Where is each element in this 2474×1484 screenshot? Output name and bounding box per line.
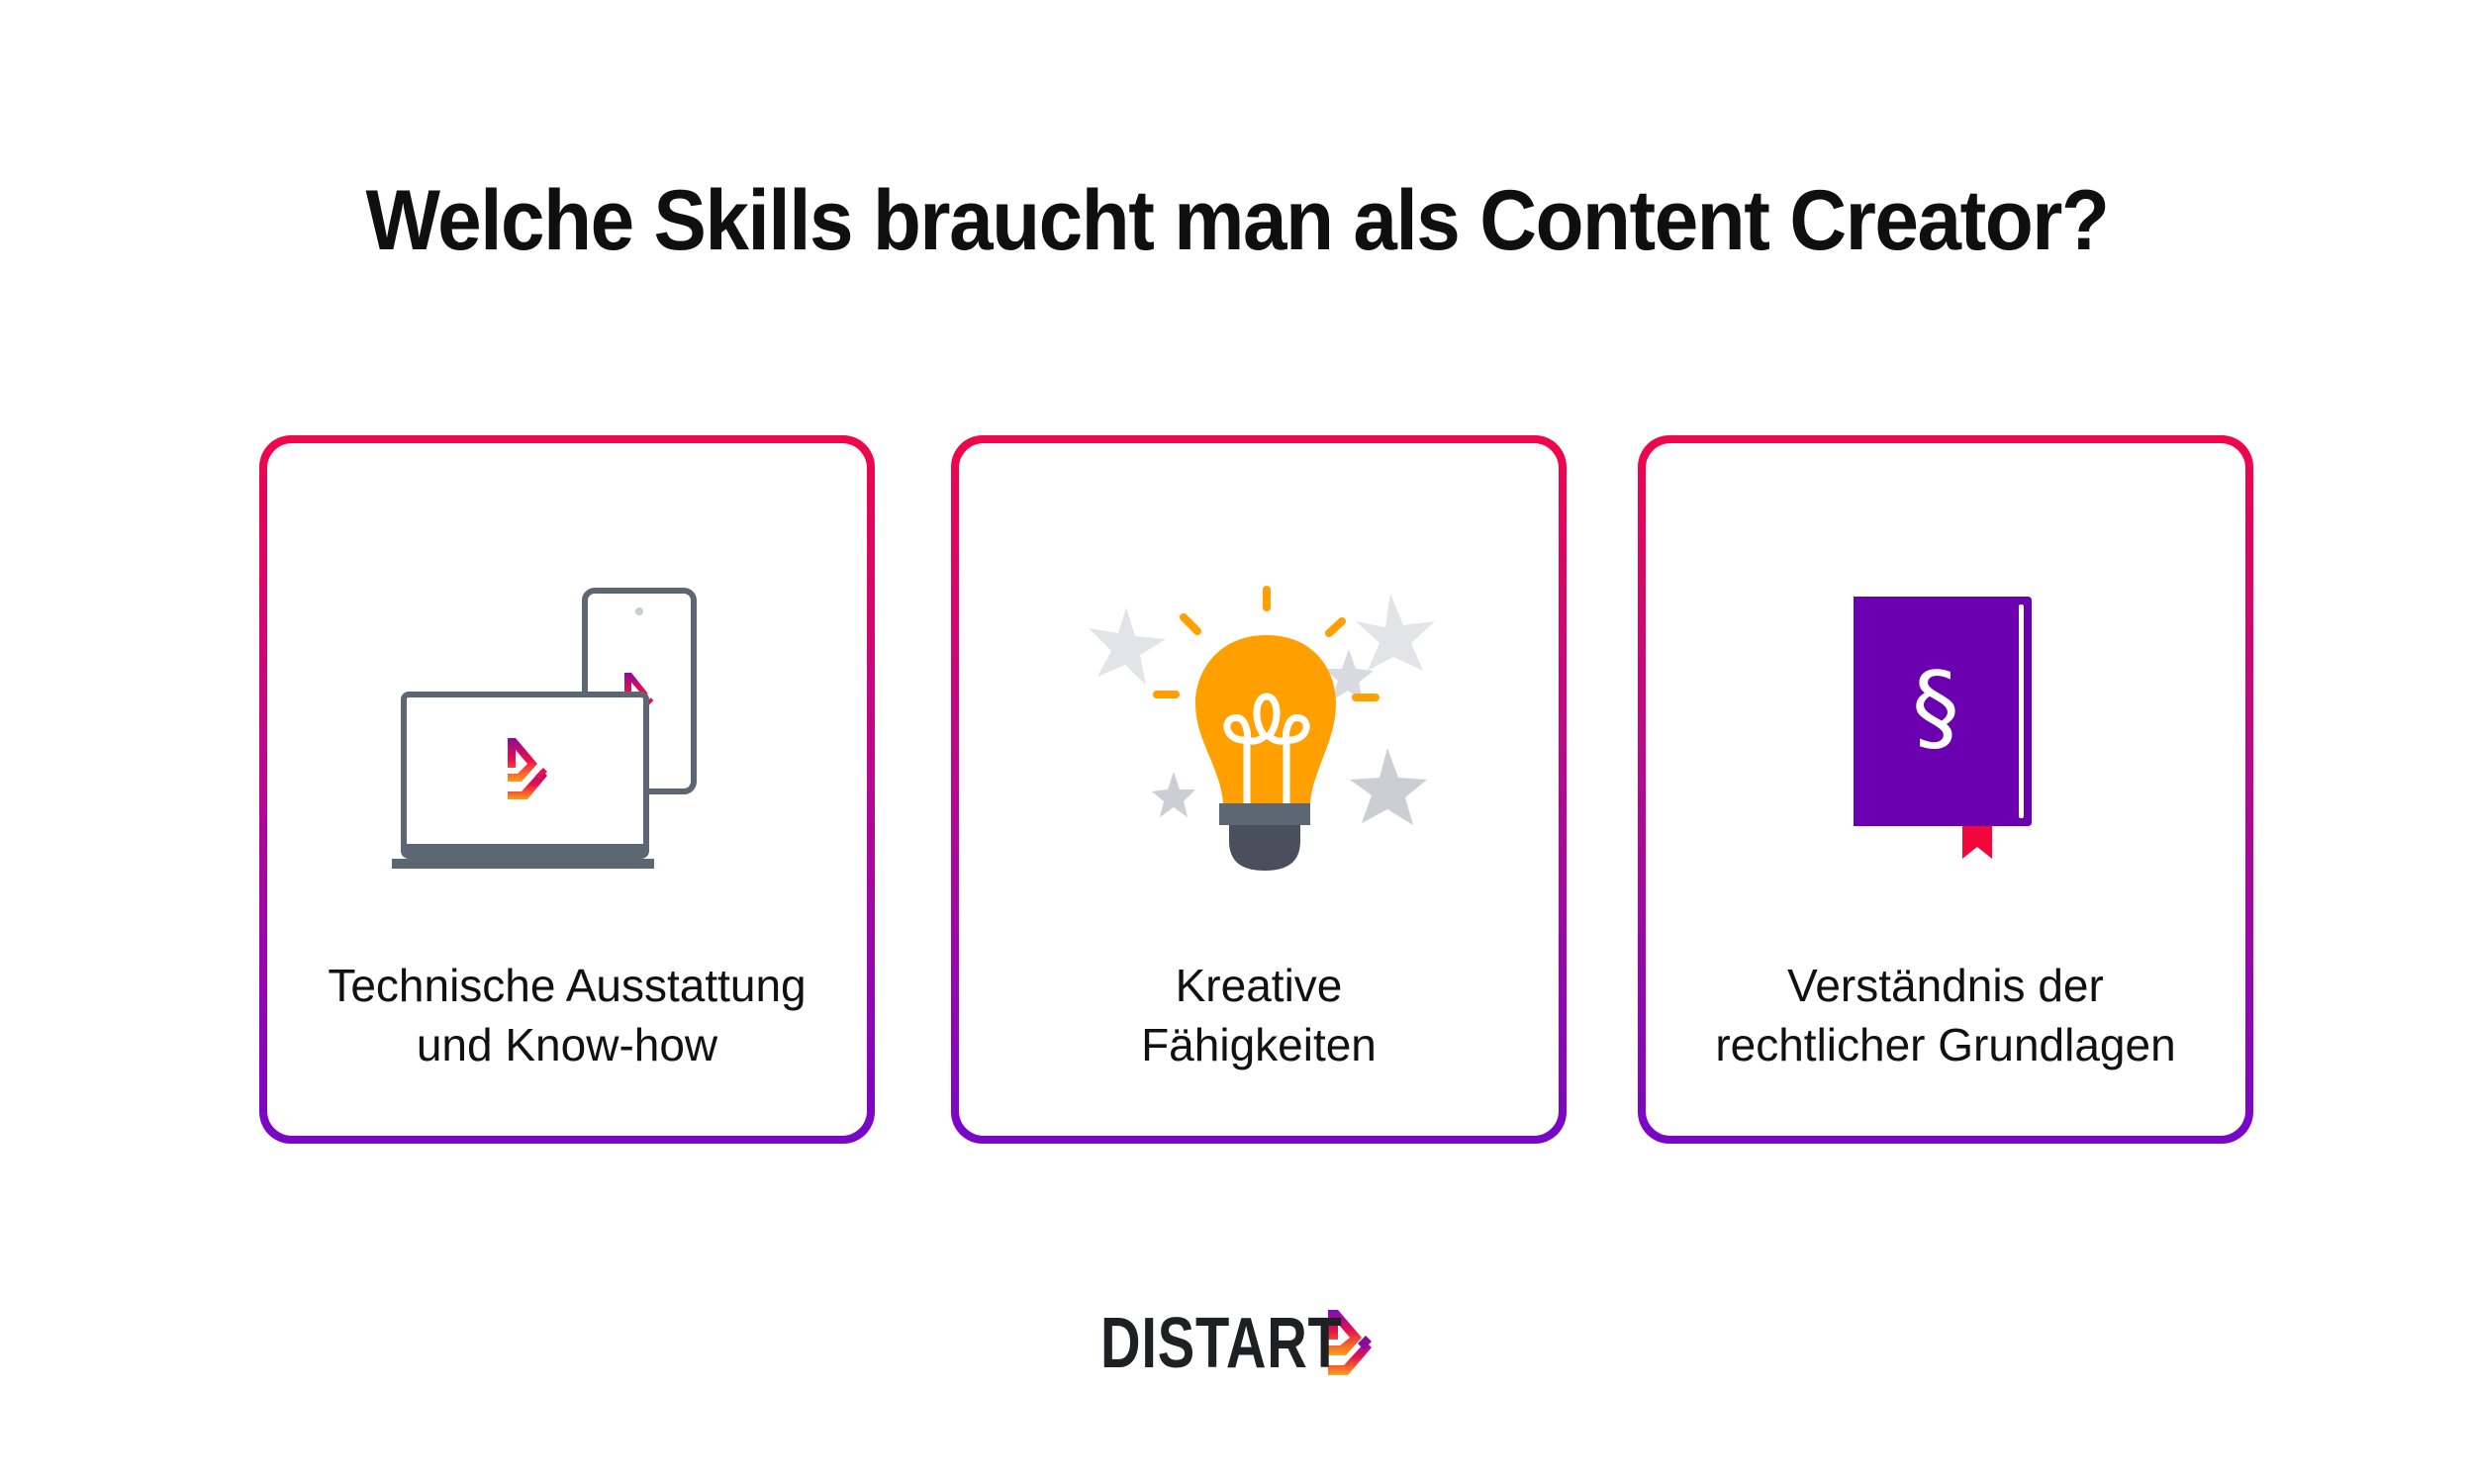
skill-card-creative: Kreative Fähigkeiten — [951, 435, 1567, 1144]
brand-mark-icon — [508, 738, 547, 799]
devices-icon — [392, 588, 697, 869]
brand-name: DISTART — [1100, 1304, 1343, 1383]
star-icon — [1350, 748, 1427, 825]
card-label: Kreative Fähigkeiten — [1141, 960, 1377, 1070]
star-icon — [1356, 594, 1435, 671]
skill-card-technical: Technische Ausstattung und Know-how — [259, 435, 875, 1144]
star-icon — [1324, 649, 1374, 702]
star-icon — [1152, 772, 1195, 817]
page-title: Welche Skills braucht man als Content Cr… — [365, 173, 2109, 268]
card-label: Technische Ausstattung und Know-how — [328, 960, 807, 1070]
bookmark-icon — [1962, 826, 1992, 859]
brand-logo: DISTART — [1100, 1308, 1374, 1379]
card-label: Verständnis der rechtlicher Grundlagen — [1715, 960, 2176, 1070]
section-sign-icon: § — [1912, 652, 1959, 763]
brand-play-icon — [1328, 1310, 1372, 1375]
law-book-icon: § — [1854, 597, 2032, 859]
star-icon — [1089, 607, 1166, 685]
lightbulb-icon — [1089, 586, 1435, 871]
skill-card-legal: § Verständnis der rechtlicher Grundlagen — [1638, 435, 2253, 1144]
